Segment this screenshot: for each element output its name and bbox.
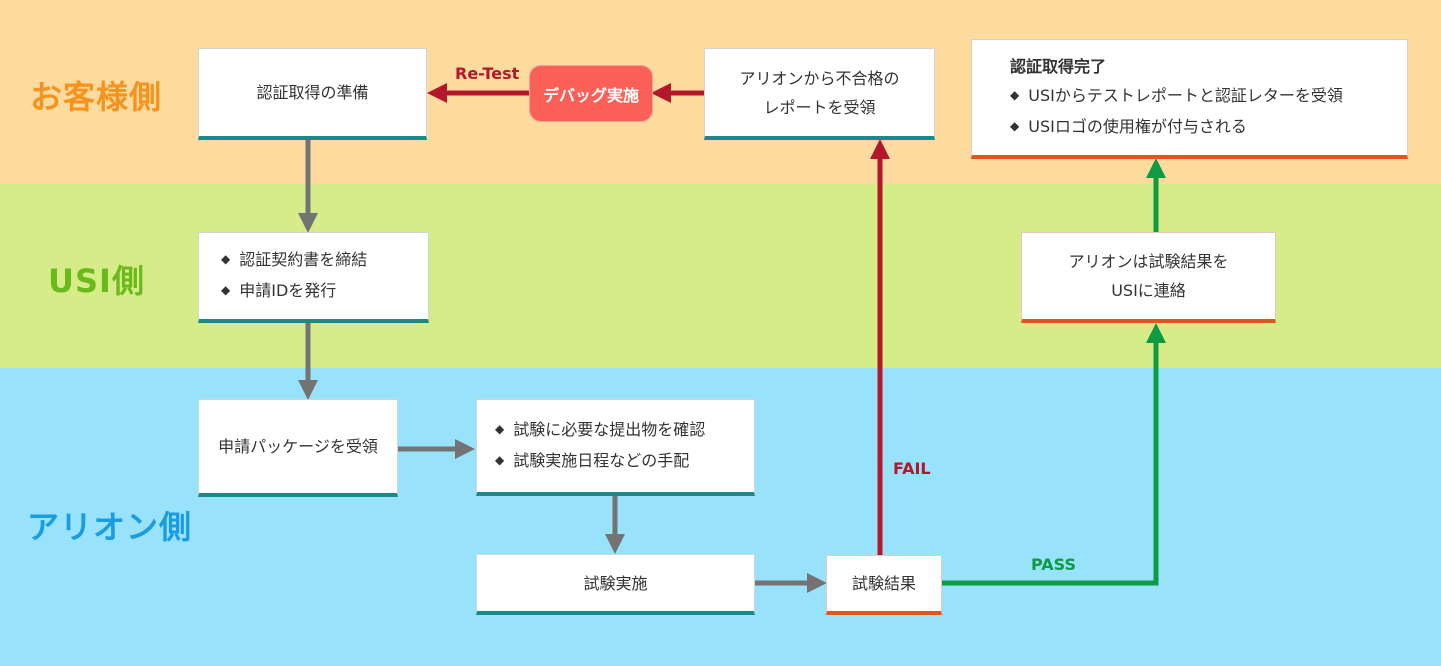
- node-prep: 認証取得の準備: [198, 48, 427, 140]
- node-contract: 認証契約書を締結 申請IDを発行: [198, 232, 429, 323]
- edge-label-pass: PASS: [1031, 555, 1076, 574]
- node-complete: 認証取得完了 USIからテストレポートと認証レターを受領 USIロゴの使用権が付…: [971, 39, 1408, 159]
- node-test: 試験実施: [476, 554, 755, 615]
- lane-label-arion: アリオン側: [27, 508, 193, 546]
- node-fail-report-line: アリオンから不合格の: [739, 68, 900, 88]
- node-debug: デバッグ実施: [529, 65, 653, 122]
- node-notify-line: アリオンは試験結果を: [1068, 252, 1229, 271]
- node-fail-report-line: レポートを受領: [763, 97, 876, 117]
- edge-label-retest: Re-Test: [455, 64, 520, 83]
- node-contract-item: 認証契約書を締結: [221, 245, 428, 276]
- lane-label-usi: USI側: [48, 262, 145, 300]
- node-notify: アリオンは試験結果を USIに連絡: [1021, 232, 1276, 323]
- node-notify-line: USIに連絡: [1111, 281, 1186, 300]
- node-contract-item: 申請IDを発行: [221, 276, 428, 307]
- node-prep-text: 認証取得の準備: [256, 83, 369, 102]
- lane-label-customer: お客様側: [30, 78, 163, 116]
- node-complete-item: USIからテストレポートと認証レターを受領: [1010, 81, 1407, 112]
- arrow-pass: [942, 323, 1166, 586]
- node-check-item: 試験に必要な提出物を確認: [495, 415, 754, 446]
- node-test-text: 試験実施: [583, 573, 648, 593]
- node-result-text: 試験結果: [851, 574, 916, 593]
- node-receive-pkg-text: 申請パッケージを受領: [218, 437, 378, 456]
- edge-label-fail: FAIL: [893, 459, 931, 478]
- node-complete-title: 認証取得完了: [1010, 57, 1107, 76]
- node-check: 試験に必要な提出物を確認 試験実施日程などの手配: [476, 399, 755, 496]
- node-debug-text: デバッグ実施: [542, 85, 639, 105]
- node-result: 試験結果: [826, 555, 942, 615]
- node-receive-pkg: 申請パッケージを受領: [198, 399, 398, 497]
- node-complete-item: USIロゴの使用権が付与される: [1010, 112, 1407, 143]
- node-check-item: 試験実施日程などの手配: [495, 446, 754, 477]
- node-fail-report: アリオンから不合格の レポートを受領: [704, 48, 935, 140]
